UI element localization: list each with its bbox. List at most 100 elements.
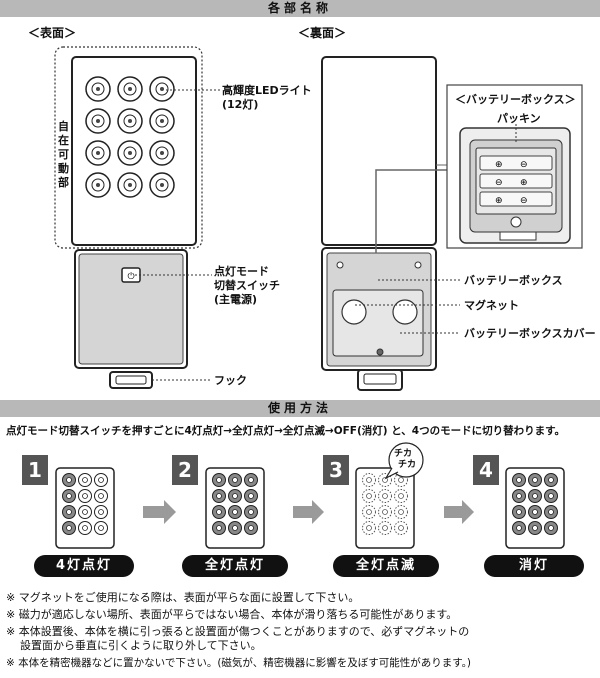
step-4-device bbox=[505, 467, 565, 549]
step-4-led bbox=[544, 473, 558, 487]
svg-text:⊖: ⊖ bbox=[520, 196, 528, 206]
back-device bbox=[321, 56, 468, 391]
step-4-led bbox=[528, 521, 542, 535]
step-1-device bbox=[55, 467, 115, 549]
step-1-led bbox=[62, 489, 76, 503]
bubble-text-1: チカ bbox=[394, 449, 413, 459]
step-4-led bbox=[544, 505, 558, 519]
note-3b: 設置面から垂直に引くように取り外して下さい。 bbox=[20, 639, 262, 652]
step-3-led bbox=[362, 521, 376, 535]
bubble-text-2: チカ bbox=[398, 460, 417, 470]
step-1-led bbox=[78, 521, 92, 535]
step-4-led bbox=[544, 521, 558, 535]
switch-label-2: 切替スイッチ bbox=[214, 279, 280, 292]
step-4-led bbox=[512, 521, 526, 535]
step-3-led bbox=[362, 489, 376, 503]
arrow-2-3 bbox=[293, 500, 324, 524]
step-2-label: 全灯点灯 bbox=[182, 555, 288, 577]
switch-label-3: (主電源) bbox=[214, 293, 258, 306]
step-4-label: 消灯 bbox=[484, 555, 584, 577]
battery-cover-label: バッテリーボックスカバー bbox=[464, 327, 596, 340]
step-1-number: 1 bbox=[22, 455, 48, 485]
step-1-led bbox=[94, 505, 108, 519]
step-2-led bbox=[228, 505, 242, 519]
step-2-led bbox=[244, 489, 258, 503]
step-4-led bbox=[528, 505, 542, 519]
power-icon: ⏻ bbox=[127, 271, 134, 282]
step-2-number: 2 bbox=[172, 455, 198, 485]
step-1-led bbox=[94, 473, 108, 487]
step-3-led bbox=[394, 473, 408, 487]
step-devices bbox=[55, 467, 565, 549]
led-1 bbox=[85, 76, 111, 102]
step-1-label: 4灯点灯 bbox=[34, 555, 134, 577]
battery-box-label: バッテリーボックス bbox=[464, 274, 563, 287]
step-3-number: 3 bbox=[323, 455, 349, 485]
step-4-led bbox=[512, 489, 526, 503]
note-4: ※ 本体を精密機器などに置かないで下さい。(磁気が、精密機器に影響を及ぼす可能性… bbox=[6, 657, 472, 669]
led-8 bbox=[117, 140, 143, 166]
step-3-led bbox=[394, 489, 408, 503]
battery-box-zoom-title: ＜バッテリーボックス＞ bbox=[455, 93, 576, 106]
led-10 bbox=[85, 172, 111, 198]
step-3-led bbox=[394, 505, 408, 519]
step-2-led bbox=[244, 505, 258, 519]
step-2-led bbox=[212, 473, 226, 487]
led-count: (12灯) bbox=[222, 98, 259, 111]
battery-box-zoom: ⊕ ⊖ ⊖ ⊕ ⊕ ⊖ bbox=[446, 84, 583, 249]
step-4-number: 4 bbox=[473, 455, 499, 485]
step-3-led bbox=[362, 473, 376, 487]
step-2-led bbox=[212, 521, 226, 535]
step-1-led bbox=[78, 505, 92, 519]
step-3-led bbox=[394, 521, 408, 535]
led-3 bbox=[149, 76, 175, 102]
hook-label: フック bbox=[214, 374, 247, 387]
step-1-led bbox=[78, 489, 92, 503]
magnet-left bbox=[341, 299, 367, 325]
step-2-led bbox=[244, 473, 258, 487]
step-2-led bbox=[244, 521, 258, 535]
magnet-label: マグネット bbox=[464, 299, 519, 312]
led-12 bbox=[149, 172, 175, 198]
step-2-led bbox=[228, 489, 242, 503]
cover-screw bbox=[376, 348, 384, 356]
step-2-device bbox=[205, 467, 265, 549]
step-4-led bbox=[512, 505, 526, 519]
step-3-led bbox=[362, 505, 376, 519]
note-1: ※ マグネットをご使用になる際は、表面が平らな面に設置して下さい。 bbox=[6, 591, 360, 604]
step-1-led bbox=[94, 489, 108, 503]
svg-text:⊕: ⊕ bbox=[495, 160, 503, 170]
led-9 bbox=[149, 140, 175, 166]
note-3a: ※ 本体設置後、本体を横に引っ張ると設置面が傷つくことがありますので、必ずマグネ… bbox=[6, 625, 470, 638]
battery-cell-2 bbox=[479, 173, 553, 189]
step-3-led bbox=[378, 521, 392, 535]
led-label: 高輝度LEDライト bbox=[222, 84, 312, 97]
step-1-led bbox=[62, 473, 76, 487]
movable-area-outline bbox=[54, 46, 203, 249]
battery-cell-3 bbox=[479, 191, 553, 207]
step-1-led bbox=[94, 521, 108, 535]
step-2-led bbox=[228, 521, 242, 535]
led-4 bbox=[85, 108, 111, 134]
arrow-1-2 bbox=[143, 500, 176, 524]
back-title: ＜裏面＞ bbox=[298, 26, 347, 40]
step-4-led bbox=[512, 473, 526, 487]
front-device: ⏻ bbox=[54, 46, 220, 389]
svg-text:⊕: ⊕ bbox=[495, 196, 503, 206]
battery-cell-1 bbox=[479, 155, 553, 171]
packing-label: パッキン bbox=[497, 112, 541, 125]
led-6 bbox=[149, 108, 175, 134]
section-header-usage: 使用方法 bbox=[0, 400, 600, 417]
led-11 bbox=[117, 172, 143, 198]
led-7 bbox=[85, 140, 111, 166]
step-2-led bbox=[212, 489, 226, 503]
led-5 bbox=[117, 108, 143, 134]
movable-label: 自在可動部 bbox=[58, 120, 69, 189]
front-title: ＜表面＞ bbox=[28, 26, 77, 40]
step-2-led bbox=[228, 473, 242, 487]
step-4-led bbox=[528, 473, 542, 487]
step-arrows bbox=[143, 500, 474, 524]
step-4-led bbox=[528, 489, 542, 503]
step-3-led bbox=[378, 505, 392, 519]
